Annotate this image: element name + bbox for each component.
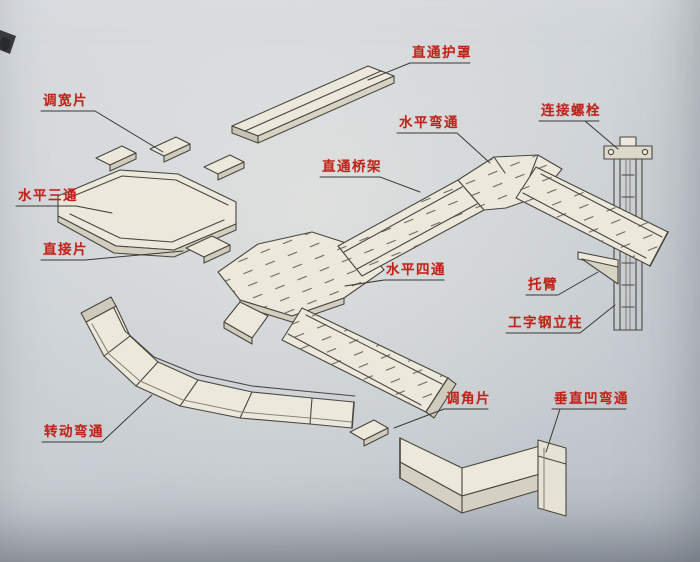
part-support-arm xyxy=(577,251,619,285)
part-straight-tray xyxy=(337,179,485,277)
label-connecting-bolt: 连接螺栓 xyxy=(541,103,601,119)
label-straight-through-cover: 直通护罩 xyxy=(412,45,472,61)
label-straight-through-tray: 直通桥架 xyxy=(322,159,382,175)
label-support-arm: 托臂 xyxy=(528,277,558,293)
part-vertical-concave-bend xyxy=(399,437,567,517)
label-horizontal-tee: 水平三通 xyxy=(18,188,78,204)
part-lower-tray-arm xyxy=(281,307,457,419)
photo-corner-artifact xyxy=(0,30,16,54)
bolt-icon xyxy=(641,148,649,156)
label-angle-adjust-piece: 调角片 xyxy=(446,391,491,407)
label-horizontal-cross: 水平四通 xyxy=(386,262,446,278)
part-four-way-cross xyxy=(217,231,385,345)
leader-lines xyxy=(15,62,627,453)
bolt-icon xyxy=(607,148,615,156)
label-width-adjust-piece: 调宽片 xyxy=(43,93,88,109)
label-horizontal-bend: 水平弯通 xyxy=(399,115,459,131)
part-direct-piece xyxy=(185,235,231,264)
label-i-beam-column: 工字钢立柱 xyxy=(508,315,583,331)
part-right-tray-run xyxy=(515,166,669,267)
part-straight-cover xyxy=(231,65,395,144)
part-width-adjust-clips xyxy=(95,136,245,181)
label-direct-connect-piece: 直接片 xyxy=(43,242,88,258)
part-rotating-bend xyxy=(80,296,356,429)
label-vertical-concave-bend: 垂直凹弯通 xyxy=(554,391,629,407)
part-angle-piece xyxy=(349,419,389,447)
label-rotating-bend: 转动弯通 xyxy=(44,424,104,440)
